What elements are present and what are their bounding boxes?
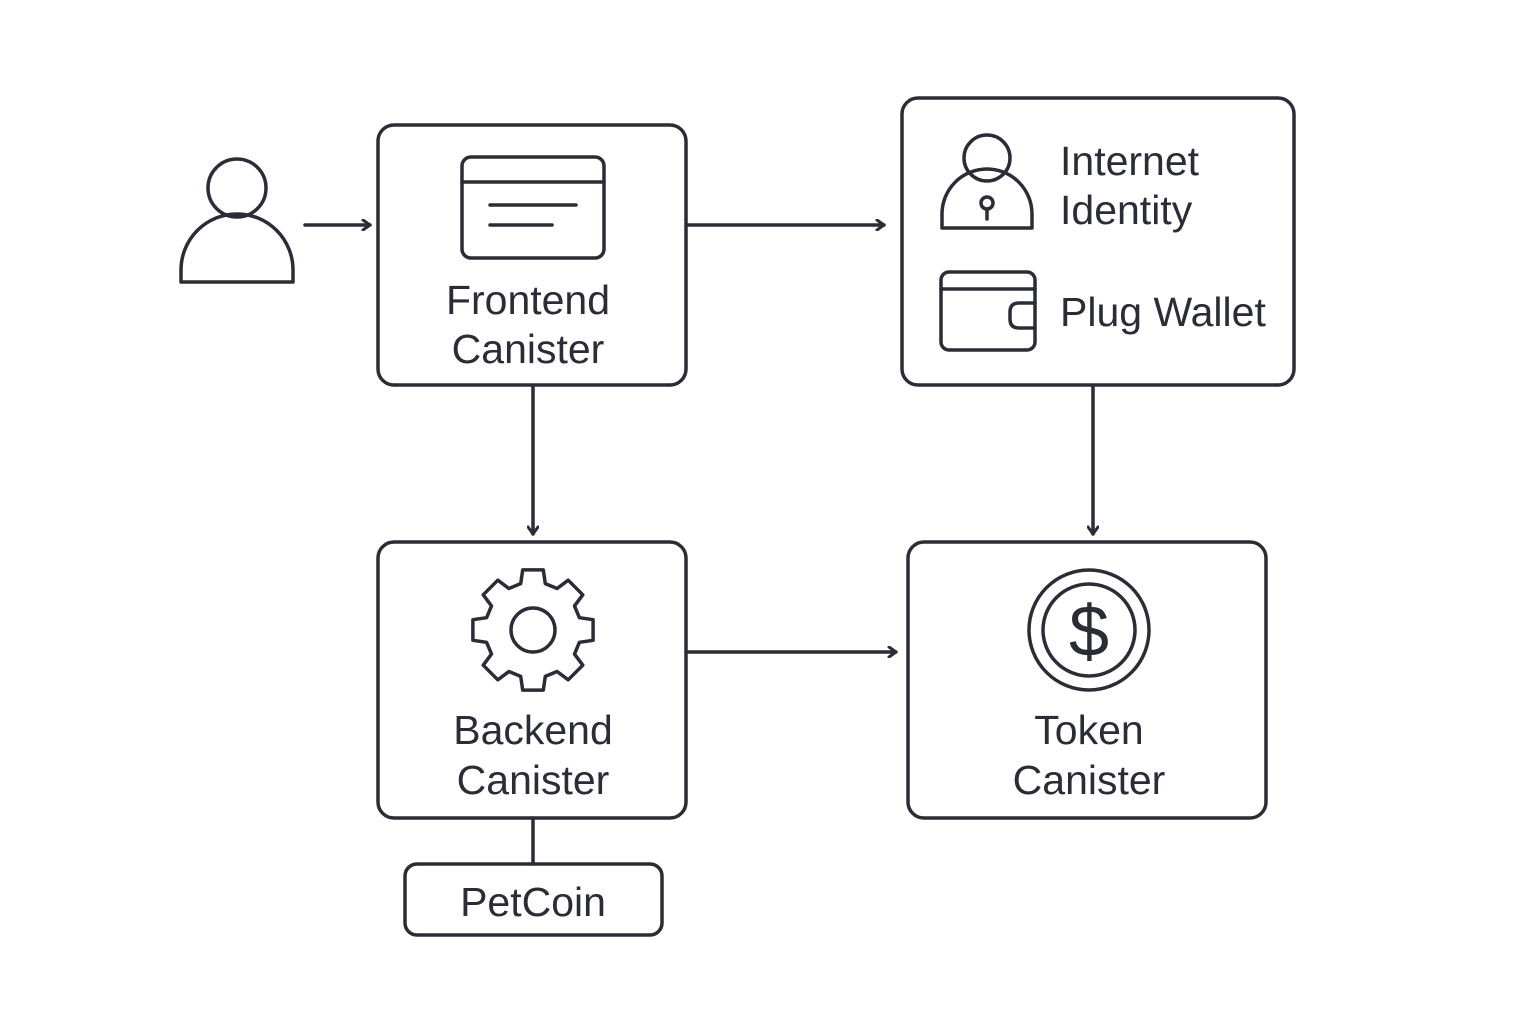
token-label-line2: Canister <box>1013 757 1166 803</box>
petcoin-label: PetCoin <box>460 879 606 925</box>
user-lock-icon <box>940 133 1034 230</box>
user-icon <box>179 157 295 284</box>
internet-identity-label-line2: Identity <box>1060 187 1193 233</box>
backend-label-line1: Backend <box>453 707 613 753</box>
internet-identity-label-line1: Internet <box>1060 138 1200 184</box>
plug-wallet-label: Plug Wallet <box>1060 289 1266 335</box>
gear-outline <box>471 568 595 692</box>
frontend-label-line1: Frontend <box>446 277 610 323</box>
petcoin-box <box>403 862 664 937</box>
frontend-label-line2: Canister <box>452 326 605 372</box>
backend-canister-box <box>376 540 688 820</box>
token-canister-box <box>906 540 1268 820</box>
token-label-line1: Token <box>1034 707 1143 753</box>
dollar-coin-icon <box>1027 568 1151 692</box>
dollar-sign-glyph: $ <box>1069 592 1109 672</box>
gear-hub <box>509 606 557 654</box>
frontend-canister-box <box>376 123 688 387</box>
wallet-icon <box>939 270 1037 352</box>
gear-icon <box>471 568 595 692</box>
browser-window-icon <box>460 155 606 260</box>
backend-label-line2: Canister <box>457 757 610 803</box>
auth-providers-box <box>900 96 1296 387</box>
